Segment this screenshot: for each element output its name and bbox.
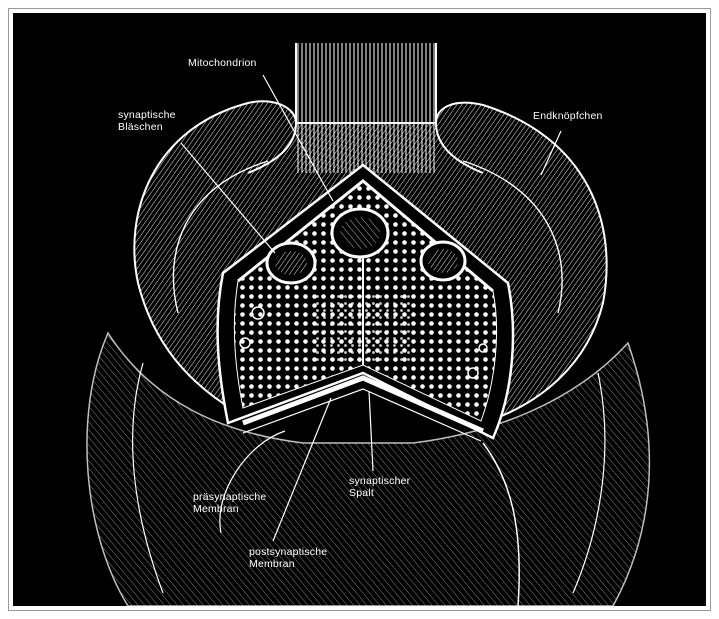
label-presynaptic-membrane: präsynaptische Membran <box>193 491 266 515</box>
label-synaptic-cleft: synaptischer Spalt <box>349 475 410 499</box>
label-mitochondrion: Mitochondrion <box>188 57 257 69</box>
label-end-button: Endknöpfchen <box>533 110 603 122</box>
label-postsynaptic-membrane: postsynaptische Membran <box>249 546 327 570</box>
synapse-illustration <box>13 13 706 606</box>
diagram-canvas: Mitochondrion synaptische Bläschen Endkn… <box>13 13 706 606</box>
label-synaptic-vesicles: synaptische Bläschen <box>118 109 176 133</box>
